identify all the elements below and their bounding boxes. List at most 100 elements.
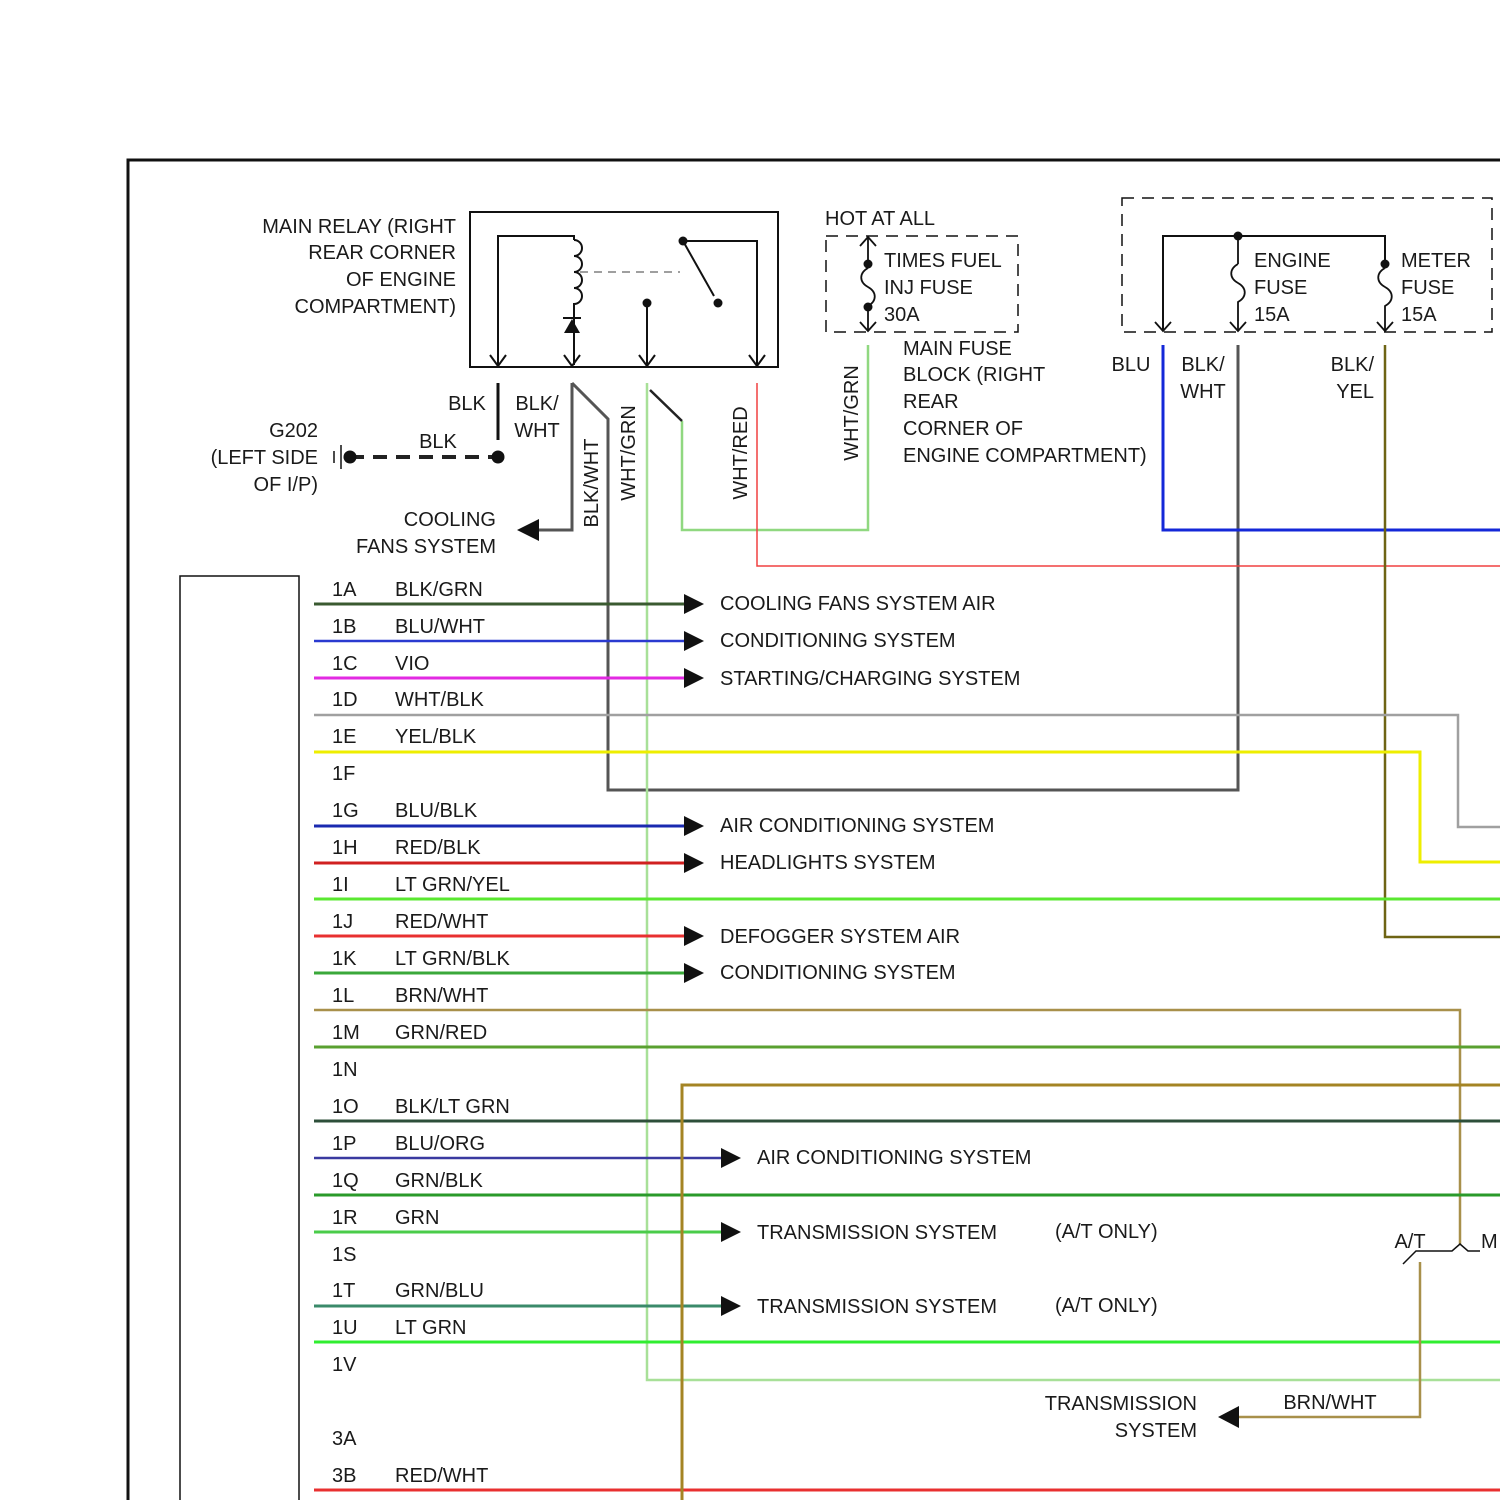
ground-wire-label: BLK — [419, 431, 457, 453]
switch-label-mt: M — [1481, 1231, 1498, 1253]
pin-wire-color: LT GRN — [395, 1317, 467, 1339]
wire-label-blk-wht-vertical: BLK/WHT — [581, 439, 603, 528]
pin-id: 1B — [332, 616, 356, 638]
destination-label: STARTING/CHARGING SYSTEM — [720, 668, 1020, 690]
wire-label-wht-grn-vertical: WHT/GRN — [618, 405, 640, 501]
pin-wire-color: GRN — [395, 1207, 439, 1229]
fuel-fuse-rating: 30A — [884, 304, 920, 326]
pin-id: 1T — [332, 1280, 355, 1302]
main-fuse-block-label: ENGINE COMPARTMENT) — [903, 445, 1147, 467]
switch-label-at: A/T — [1394, 1231, 1425, 1253]
pin-id: 1N — [332, 1059, 358, 1081]
transmission-destination-label: TRANSMISSION — [1045, 1393, 1197, 1415]
destination-label: AIR CONDITIONING SYSTEM — [757, 1147, 1031, 1169]
pin-id: 1M — [332, 1022, 360, 1044]
wire-label-blk: BLK — [448, 393, 486, 415]
pin-id: 1F — [332, 763, 355, 785]
wire-label-blk-wht: WHT — [1180, 381, 1226, 403]
pin-wire-color: BLU/WHT — [395, 616, 485, 638]
relay-label-line: OF ENGINE — [346, 269, 456, 291]
pin-id: 1C — [332, 653, 358, 675]
destination-label: TRANSMISSION SYSTEM — [757, 1222, 997, 1244]
main-fuse-block-label: CORNER OF — [903, 418, 1023, 440]
relay-label-line: REAR CORNER — [308, 242, 456, 264]
pin-wire-color: RED/BLK — [395, 837, 481, 859]
pin-wire-color: BLU/BLK — [395, 800, 478, 822]
relay-label-line: MAIN RELAY (RIGHT — [262, 216, 456, 238]
engine-fuse-label: ENGINE — [1254, 250, 1331, 272]
pin-id: 1Q — [332, 1170, 359, 1192]
wire-label-blk-wht: WHT — [514, 420, 560, 442]
pin-wire-color: GRN/RED — [395, 1022, 487, 1044]
pin-wire-color: LT GRN/YEL — [395, 874, 510, 896]
destination-label: AIR CONDITIONING SYSTEM — [720, 815, 994, 837]
pin-id: 1A — [332, 579, 357, 601]
pin-wire-color: BRN/WHT — [395, 985, 488, 1007]
pin-wire-color: BLK/LT GRN — [395, 1096, 510, 1118]
wire-label-wht-grn-fuse-vertical: WHT/GRN — [841, 365, 863, 461]
pin-id: 1P — [332, 1133, 356, 1155]
main-fuse-block-label: BLOCK (RIGHT — [903, 364, 1045, 386]
cooling-fans-label: COOLING — [404, 509, 496, 531]
transmission-destination-label: SYSTEM — [1115, 1420, 1197, 1442]
wire-label-blu: BLU — [1112, 354, 1151, 376]
ground-splice-dot — [344, 451, 357, 464]
wire-label-wht-red-vertical: WHT/RED — [730, 406, 752, 499]
wire-label-blk-wht: BLK/ — [1181, 354, 1225, 376]
pin-wire-color: GRN/BLU — [395, 1280, 484, 1302]
cooling-fans-label: FANS SYSTEM — [356, 536, 496, 558]
pin-wire-color: BLU/ORG — [395, 1133, 485, 1155]
pin-wire-color: GRN/BLK — [395, 1170, 483, 1192]
fuse-terminal-dot — [1381, 260, 1390, 269]
fuel-fuse-label: INJ FUSE — [884, 277, 973, 299]
meter-fuse-label: METER — [1401, 250, 1471, 272]
wire-label-brn-wht: BRN/WHT — [1283, 1392, 1376, 1414]
pin-id: 1E — [332, 726, 356, 748]
pin-id: 3A — [332, 1428, 357, 1450]
pin-id: 1G — [332, 800, 359, 822]
engine-fuse-label: FUSE — [1254, 277, 1307, 299]
meter-fuse-rating: 15A — [1401, 304, 1437, 326]
wire-label-blk-yel: BLK/ — [1331, 354, 1375, 376]
pin-wire-color: BLK/GRN — [395, 579, 483, 601]
pin-wire-color: RED/WHT — [395, 1465, 488, 1487]
pin-id: 1O — [332, 1096, 359, 1118]
meter-fuse-label: FUSE — [1401, 277, 1454, 299]
pin-wire-color: VIO — [395, 653, 429, 675]
destination-label: CONDITIONING SYSTEM — [720, 962, 956, 984]
ground-id: G202 — [269, 420, 318, 442]
hot-at-all-label: HOT AT ALL — [825, 208, 935, 230]
destination-note: (A/T ONLY) — [1055, 1221, 1158, 1243]
destination-label: TRANSMISSION SYSTEM — [757, 1296, 997, 1318]
relay-label-line: COMPARTMENT) — [295, 296, 456, 318]
fuse-terminal-dot — [864, 260, 873, 269]
destination-label: DEFOGGER SYSTEM AIR — [720, 926, 960, 948]
pin-id: 1S — [332, 1244, 356, 1266]
pin-id: 3B — [332, 1465, 356, 1487]
pin-id: 1K — [332, 948, 357, 970]
pin-wire-color: WHT/BLK — [395, 689, 485, 711]
ground-location-line: (LEFT SIDE — [211, 447, 318, 469]
pin-id: 1I — [332, 874, 349, 896]
destination-note: (A/T ONLY) — [1055, 1295, 1158, 1317]
destination-label: HEADLIGHTS SYSTEM — [720, 852, 936, 874]
relay-switch-contact — [714, 299, 723, 308]
main-fuse-block-label: REAR — [903, 391, 959, 413]
wire-label-blk-yel: YEL — [1336, 381, 1374, 403]
ground-location-line: OF I/P) — [254, 474, 318, 496]
pin-id: 1U — [332, 1317, 358, 1339]
engine-fuse-rating: 15A — [1254, 304, 1290, 326]
pin-id: 1J — [332, 911, 353, 933]
pin-id: 1R — [332, 1207, 358, 1229]
pin-id: 1D — [332, 689, 358, 711]
destination-label: CONDITIONING SYSTEM — [720, 630, 956, 652]
pin-id: 1V — [332, 1354, 357, 1376]
fuel-fuse-label: TIMES FUEL — [884, 250, 1002, 272]
pin-wire-color: YEL/BLK — [395, 726, 477, 748]
pin-wire-color: LT GRN/BLK — [395, 948, 511, 970]
pin-wire-color: RED/WHT — [395, 911, 488, 933]
pin-id: 1H — [332, 837, 358, 859]
ground-splice-dot — [492, 451, 505, 464]
main-fuse-block-label: MAIN FUSE — [903, 338, 1012, 360]
